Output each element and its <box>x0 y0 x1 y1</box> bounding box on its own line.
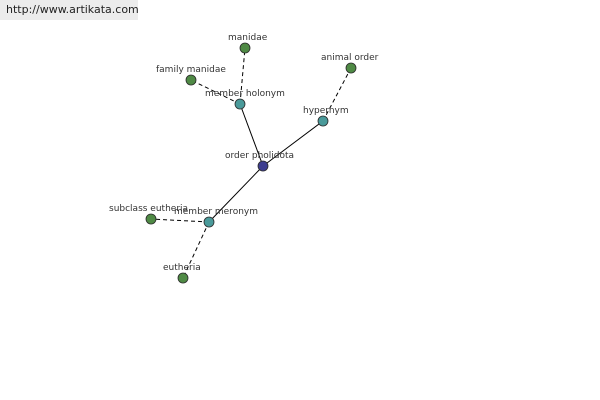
graph-labels: order pholidota member holonym hypernym mem… <box>109 33 379 273</box>
edge-member-meronym-eutheria <box>182 221 210 279</box>
edge-order-pholidota-member-meronym <box>208 165 264 223</box>
label-member-meronym[interactable]: member meronym <box>174 207 258 217</box>
site-url[interactable]: http://www.artikata.com <box>0 0 139 20</box>
label-eutheria[interactable]: eutheria <box>163 263 201 273</box>
node-manidae[interactable] <box>239 42 251 54</box>
label-subclass-eutheria[interactable]: subclass eutheria <box>109 204 188 214</box>
label-family-manidae[interactable]: family manidae <box>156 65 226 75</box>
node-member-meronym[interactable] <box>203 216 215 228</box>
edge-member-meronym-subclass-eutheria <box>150 218 210 223</box>
label-order-pholidota[interactable]: order pholidota <box>225 151 294 161</box>
node-order-pholidota[interactable] <box>257 160 269 172</box>
graph-nodes <box>145 42 357 284</box>
edge-hypernym-animal-order <box>322 67 352 122</box>
edge-member-holonym-manidae <box>239 47 246 105</box>
label-manidae[interactable]: manidae <box>228 33 268 43</box>
node-eutheria[interactable] <box>177 272 189 284</box>
label-member-holonym[interactable]: member holonym <box>205 89 285 99</box>
node-family-manidae[interactable] <box>185 74 197 86</box>
label-animal-order[interactable]: animal order <box>321 53 379 63</box>
node-member-holonym[interactable] <box>234 98 246 110</box>
node-hypernym[interactable] <box>317 115 329 127</box>
node-animal-order[interactable] <box>345 62 357 74</box>
node-subclass-eutheria[interactable] <box>145 213 157 225</box>
edge-order-pholidota-hypernym <box>262 120 324 167</box>
label-hypernym[interactable]: hypernym <box>303 106 349 116</box>
edge-member-holonym-family-manidae <box>190 79 241 105</box>
graph-edges <box>150 47 352 279</box>
edge-order-pholidota-member-holonym <box>239 103 264 167</box>
